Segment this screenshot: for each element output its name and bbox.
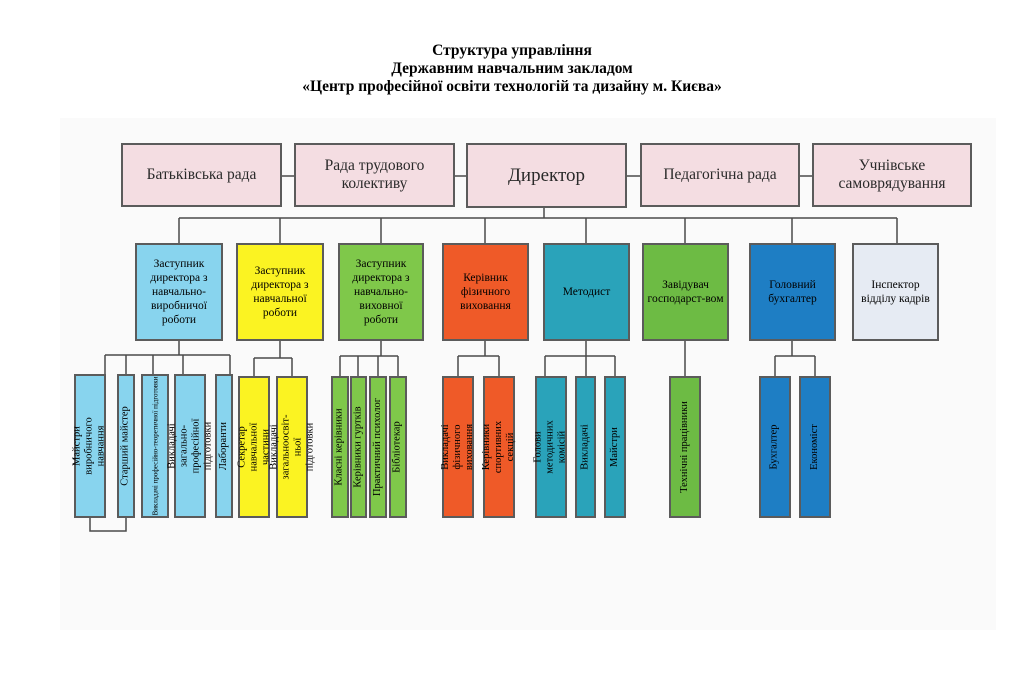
sub-unit-label: Голови методичних комісій xyxy=(533,420,568,474)
methodist-box: Методист xyxy=(543,243,630,341)
sub-unit-box: Керівники спортивних секцій xyxy=(481,376,517,518)
staff-council-label: Рада трудового колективу xyxy=(324,157,425,192)
student-self-government-box: Учнівське самоврядування xyxy=(812,143,972,207)
unit-label: Заступник директора з навчально-виробнич… xyxy=(150,258,208,326)
sub-unit-label: Майстри xyxy=(609,427,620,467)
sub-unit-label: Секретар навчальної частини xyxy=(236,422,271,472)
pedagogical-council-box: Педагогічна рада xyxy=(640,143,800,207)
unit-label: Заступник директора з навчальної роботи xyxy=(251,265,309,319)
deputy-director-production-training-box: Заступник директора з навчально-виробнич… xyxy=(135,243,223,341)
sub-unit-box: Викладачі професійно-теоретичної підгото… xyxy=(141,374,169,518)
sub-unit-box: Економіст xyxy=(799,376,831,518)
parents-council-label: Батьківська рада xyxy=(146,166,257,183)
sub-unit-box: Секретар навчальної частини xyxy=(236,376,271,518)
sub-unit-label: Старший майстер xyxy=(120,406,132,486)
sub-unit-label: Класні керівники xyxy=(334,408,345,486)
sub-unit-box: Лаборанти xyxy=(215,374,233,518)
sub-unit-label: Викладачі професійно-теоретичної підгото… xyxy=(151,376,159,516)
unit-label: Завідувач господарст-вом xyxy=(647,279,724,305)
sub-unit-label: Технічні працівники xyxy=(679,401,690,493)
staff-council-box: Рада трудового колективу xyxy=(294,143,455,207)
sub-unit-label: Викладачі xyxy=(579,424,591,470)
unit-label: Інспектор відділу кадрів xyxy=(861,279,930,305)
unit-label: Керівник фізичного виховання xyxy=(460,272,511,312)
chief-accountant-box: Головний бухгалтер xyxy=(749,243,836,341)
sub-unit-box: Майстри xyxy=(604,376,626,518)
hr-inspector-box: Інспектор відділу кадрів xyxy=(852,243,939,341)
chart-title: Структура управління Державним навчальни… xyxy=(0,42,1024,96)
director-label: Директор xyxy=(507,164,586,186)
physical-education-head-box: Керівник фізичного виховання xyxy=(442,243,529,341)
sub-unit-box: Майстри виробничого навчання xyxy=(72,374,108,518)
sub-unit-label: Лаборанти xyxy=(218,421,229,471)
sub-unit-box: Старший майстер xyxy=(117,374,135,518)
student-self-government-label: Учнівське самоврядування xyxy=(838,157,946,192)
sub-unit-box: Бухгалтер xyxy=(759,376,791,518)
sub-unit-box: Викладачі xyxy=(575,376,596,518)
sub-unit-box: Викладачі загальноосвіт-ньої підготовки xyxy=(268,376,315,518)
sub-unit-label: Викладачі фізичного виховання xyxy=(440,423,475,471)
pedagogical-council-label: Педагогічна рада xyxy=(663,166,777,183)
deputy-director-academic-box: Заступник директора з навчальної роботи xyxy=(236,243,324,341)
title-line-1: Структура управління xyxy=(432,42,592,59)
sub-unit-box: Викладачі фізичного виховання xyxy=(440,376,475,518)
sub-unit-box: Технічні працівники xyxy=(669,376,701,518)
sub-unit-label: Керівники спортивних секцій xyxy=(481,420,517,474)
sub-unit-label: Викладачі загально-професійної підготовк… xyxy=(166,418,214,474)
sub-unit-label: Практичний психолог xyxy=(372,397,383,497)
unit-label: Методист xyxy=(562,286,611,298)
unit-label: Заступник директора з навчально-виховної… xyxy=(352,258,410,326)
sub-unit-box: Класні керівники xyxy=(331,376,349,518)
sub-unit-box: Голови методичних комісій xyxy=(533,376,568,518)
sub-unit-box: Керівники гуртків xyxy=(350,376,367,518)
sub-unit-label: Економіст xyxy=(809,424,820,470)
deputy-director-educational-box: Заступник директора з навчально-виховної… xyxy=(338,243,424,341)
unit-label: Головний бухгалтер xyxy=(768,279,817,305)
parents-council-box: Батьківська рада xyxy=(121,143,282,207)
sub-unit-label: Викладачі загальноосвіт-ньої підготовки xyxy=(268,414,315,480)
sub-unit-box: Бібліотекар xyxy=(389,376,407,518)
sub-unit-box: Практичний психолог xyxy=(369,376,387,518)
sub-unit-label: Бухгалтер xyxy=(769,424,781,470)
sub-unit-label: Бібліотекар xyxy=(392,421,403,473)
facilities-manager-box: Завідувач господарст-вом xyxy=(642,243,729,341)
director-box: Директор xyxy=(466,143,627,208)
title-line-2: Державним навчальним закладом xyxy=(391,60,633,77)
sub-unit-box: Викладачі загально-професійної підготовк… xyxy=(166,374,213,518)
sub-unit-label: Керівники гуртків xyxy=(352,406,364,488)
title-line-3: «Центр професійної освіти технологій та … xyxy=(302,78,722,95)
sub-unit-label: Майстри виробничого навчання xyxy=(72,417,108,475)
